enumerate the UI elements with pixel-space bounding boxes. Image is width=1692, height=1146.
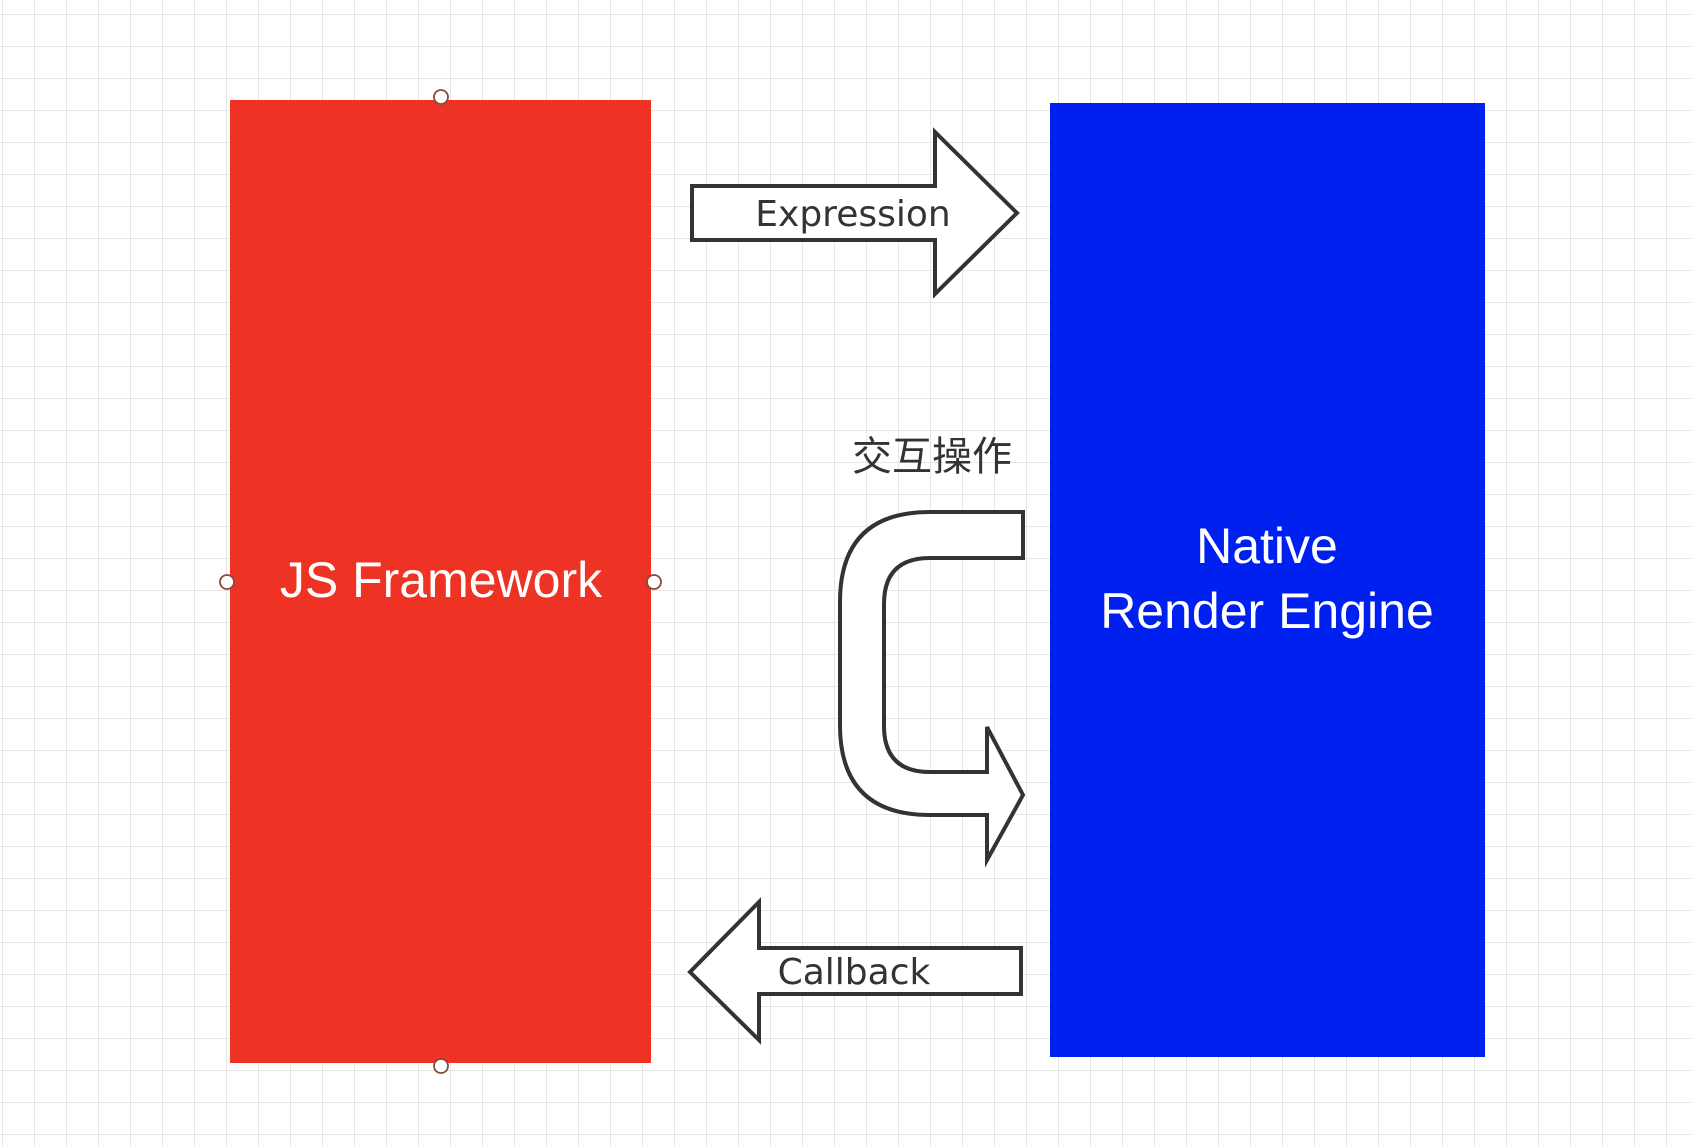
expression-arrow-label: Expression [755, 194, 950, 235]
js-framework-box[interactable] [230, 100, 651, 1063]
expression-arrow[interactable]: Expression [690, 127, 1020, 299]
js-framework-label: JS Framework [280, 552, 603, 608]
resize-handle-top[interactable] [433, 89, 449, 105]
uturn-arrow-icon[interactable] [838, 510, 1026, 868]
js-framework-node[interactable]: JS Framework [219, 89, 662, 1074]
callback-arrow-label: Callback [778, 952, 931, 993]
native-render-engine-node[interactable]: Native Render Engine [1050, 103, 1485, 1057]
interaction-label: 交互操作 [852, 434, 1012, 480]
interaction-uturn-arrow[interactable] [838, 510, 1026, 868]
native-render-engine-box[interactable] [1050, 103, 1485, 1057]
resize-handle-bottom[interactable] [433, 1058, 449, 1074]
resize-handle-right[interactable] [646, 574, 662, 590]
native-label-line2: Render Engine [1100, 583, 1434, 639]
resize-handle-left[interactable] [219, 574, 235, 590]
left-arrow-icon[interactable] [687, 897, 1023, 1045]
callback-arrow[interactable]: Callback [687, 897, 1023, 1045]
right-arrow-icon[interactable] [690, 127, 1020, 299]
native-label-line1: Native [1196, 518, 1338, 574]
